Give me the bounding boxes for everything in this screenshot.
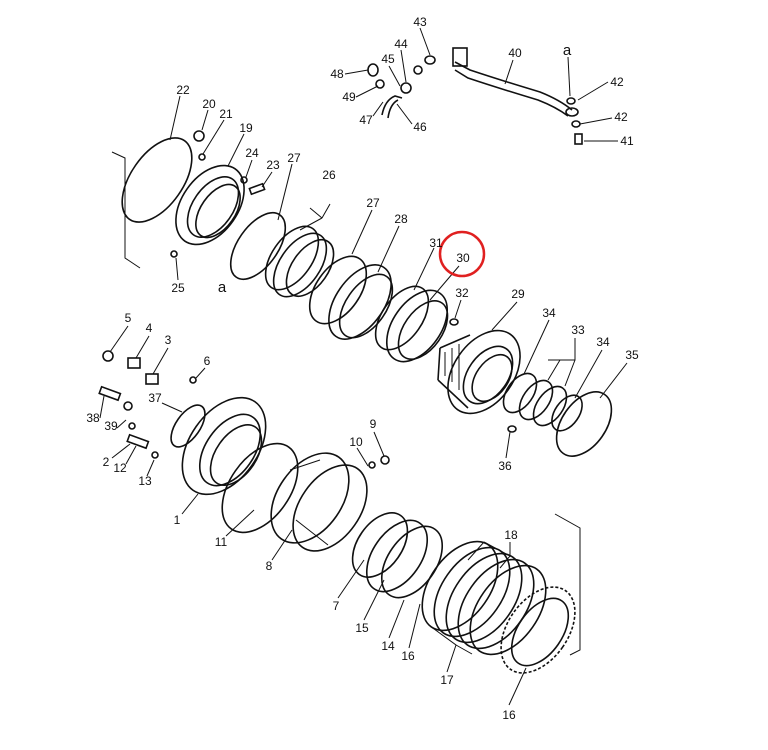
part-label-3: 3 xyxy=(165,333,172,347)
part-label-13: 13 xyxy=(138,474,152,488)
drum-8 xyxy=(270,452,350,544)
part-label-47: 47 xyxy=(359,113,373,127)
part-label-33: 33 xyxy=(571,323,585,337)
part-label-20: 20 xyxy=(202,97,216,111)
part-label-36: 36 xyxy=(498,459,512,473)
part-label-48: 48 xyxy=(330,67,344,81)
part-label-46: 46 xyxy=(413,120,427,134)
part-label-11: 11 xyxy=(215,535,228,549)
part-label-40: 40 xyxy=(508,46,522,60)
highlight-circle xyxy=(438,230,486,278)
part-label-42: 42 xyxy=(610,75,624,89)
part-label-32: 32 xyxy=(455,286,469,300)
part-label-21: 21 xyxy=(219,107,233,121)
part-label-25: 25 xyxy=(171,281,185,295)
part-label-38: 38 xyxy=(86,411,100,425)
part-label-a: a xyxy=(218,279,227,296)
part-label-1: 1 xyxy=(174,513,181,527)
part-label-9: 9 xyxy=(370,417,377,431)
part-label-35: 35 xyxy=(625,348,639,362)
part-label-17: 17 xyxy=(440,673,454,687)
housing-19 xyxy=(175,164,245,246)
part-label-7: 7 xyxy=(333,599,340,613)
part-label-26: 26 xyxy=(322,168,336,182)
part-label-19: 19 xyxy=(239,121,253,135)
part-label-23: 23 xyxy=(266,158,280,172)
part-label-14: 14 xyxy=(381,639,395,653)
ring-22 xyxy=(121,137,193,223)
housing-1 xyxy=(181,396,267,496)
part-label-27: 27 xyxy=(366,196,380,210)
part-label-49: 49 xyxy=(342,90,356,104)
part-label-30: 30 xyxy=(456,251,470,265)
part-label-34: 34 xyxy=(542,306,556,320)
part-label-29: 29 xyxy=(511,287,525,301)
part-label-5: 5 xyxy=(125,311,132,325)
part-label-42: 42 xyxy=(614,110,628,124)
part-label-18: 18 xyxy=(504,528,518,542)
part-label-15: 15 xyxy=(355,621,369,635)
part-label-44: 44 xyxy=(394,37,408,51)
part-label-27: 27 xyxy=(287,151,301,165)
part-label-10: 10 xyxy=(349,435,363,449)
part-label-12: 12 xyxy=(113,461,127,475)
part-label-2: 2 xyxy=(103,455,110,469)
part-label-41: 41 xyxy=(620,134,634,148)
part-label-16: 16 xyxy=(401,649,415,663)
part-label-16: 16 xyxy=(502,708,516,722)
part-label-8: 8 xyxy=(266,559,273,573)
part-label-45: 45 xyxy=(381,52,395,66)
leader-lines xyxy=(99,27,628,706)
part-label-24: 24 xyxy=(245,146,259,160)
part-label-22: 22 xyxy=(176,83,190,97)
part-label-34: 34 xyxy=(596,335,610,349)
part-label-31: 31 xyxy=(429,236,443,250)
part-label-4: 4 xyxy=(146,321,153,335)
part-label-39: 39 xyxy=(104,419,118,433)
part-label-28: 28 xyxy=(394,212,408,226)
part-label-37: 37 xyxy=(148,391,162,405)
part-label-6: 6 xyxy=(204,354,211,368)
part-label-a: a xyxy=(563,42,572,59)
part-label-43: 43 xyxy=(413,15,427,29)
tube-assembly-40 xyxy=(367,47,583,145)
lower-clutch-group xyxy=(98,350,581,674)
upper-clutch-group xyxy=(111,130,613,457)
